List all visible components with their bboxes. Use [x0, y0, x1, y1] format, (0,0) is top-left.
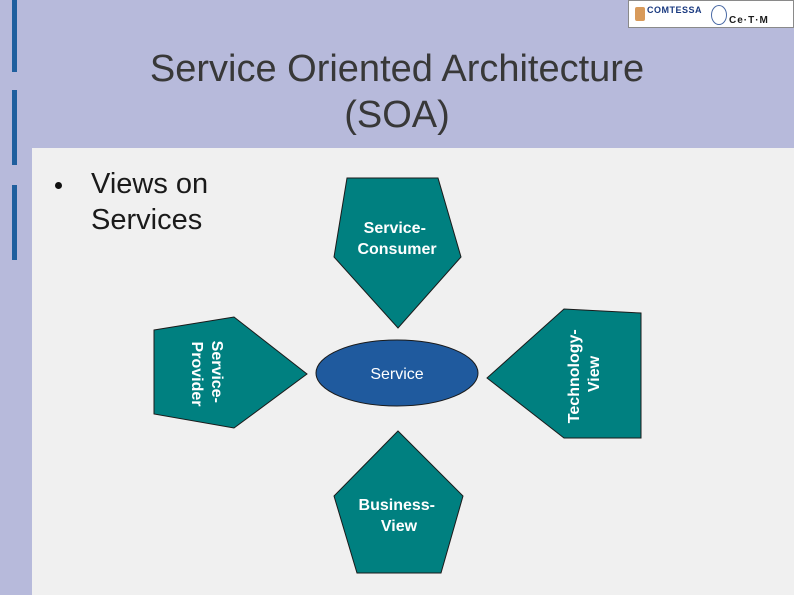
business-view-shape — [333, 430, 464, 574]
page-title-line1: Service Oriented Architecture — [149, 48, 645, 90]
logo-right-text: Ce·T·M — [729, 15, 769, 26]
logo-seal-icon — [711, 5, 727, 25]
business-view-label: Business- View — [359, 497, 440, 535]
logo-left-text: COMTESSA — [647, 5, 703, 15]
left-accent-bar — [12, 0, 17, 72]
service-provider-label: Service- Provider — [188, 341, 225, 408]
page-title: Service Oriented Architecture (SOA) — [0, 46, 794, 138]
page-title-line2: (SOA) — [344, 94, 450, 136]
technology-view-shape — [486, 308, 642, 439]
service-provider-shape — [153, 316, 308, 429]
technology-view-label: Technology- View — [566, 325, 603, 423]
bullet-line2: Services — [91, 204, 203, 236]
service-ellipse — [315, 339, 479, 407]
service-label: Service — [370, 366, 423, 383]
bullet-icon — [55, 182, 62, 189]
left-accent-bar — [12, 185, 17, 260]
bullet-text: Views on Services — [91, 166, 208, 238]
header-logo: COMTESSA Ce·T·M — [628, 0, 794, 28]
bullet-line1: Views on — [91, 168, 209, 200]
service-consumer-label: Service- Consumer — [357, 220, 436, 258]
left-accent-bar — [12, 90, 17, 165]
logo-flag-icon — [635, 7, 645, 21]
service-consumer-shape — [333, 177, 462, 329]
